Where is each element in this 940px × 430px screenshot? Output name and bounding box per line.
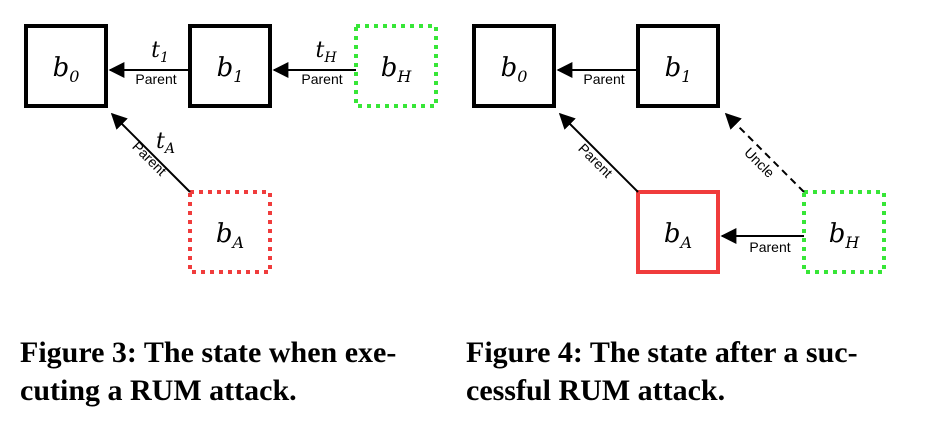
fig3-node-bA-label: bA (216, 219, 244, 252)
fig3-edge-bA-b0-line (110, 112, 191, 193)
fig4-node-b0-box (472, 24, 556, 108)
fig4-node-b1-label: b1 (665, 53, 692, 86)
fig4-node-bH-box (802, 190, 886, 274)
figure-4-caption: Figure 4: The state after a suc- cessful… (466, 334, 858, 410)
fig3-edge-bA-b0-weight: tA (156, 129, 175, 157)
fig3-node-bA: bA (188, 190, 272, 274)
figure-3-caption-line-1: Figure 3: The state when exe- (20, 336, 397, 369)
fig3-edge-bH-b1: tH Parent (272, 38, 356, 87)
fig3-node-b1: b1 (188, 24, 272, 108)
fig4-edge-b1-b0: Parent (556, 62, 638, 87)
figure-4: b0 b1 bA bH Parent Parent Parent (472, 24, 886, 274)
fig4-node-bA-label: bA (664, 219, 692, 252)
fig3-node-bA-box (188, 190, 272, 274)
figure-4-caption-line-1: Figure 4: The state after a suc- (466, 336, 858, 369)
fig4-node-b1-box (636, 24, 720, 108)
fig3-edge-bH-b1-weight: tH (315, 38, 337, 66)
fig4-edge-bH-b1-label: Uncle (741, 144, 778, 181)
fig3-edge-b1-b0: t1 Parent (108, 38, 190, 87)
fig3-node-b0-box (24, 24, 108, 108)
fig3-edge-bA-b0: tA Parent (110, 112, 191, 193)
fig4-node-bH: bH (802, 190, 886, 274)
fig3-node-b0-label: b0 (53, 53, 80, 86)
fig4-edge-bH-bA: Parent (720, 228, 804, 255)
fig4-node-bA-box (636, 190, 720, 274)
fig3-node-b1-label: b1 (217, 53, 244, 86)
fig4-node-bH-label: bH (829, 219, 861, 252)
fig4-edge-bH-bA-label: Parent (749, 239, 790, 255)
fig3-node-bH-label: bH (381, 53, 413, 86)
fig3-edge-b1-b0-weight: t1 (151, 38, 169, 66)
fig4-node-b0: b0 (472, 24, 556, 108)
block-diagrams: b0 b1 bH bA t1 Parent tH Parent tA Par (24, 24, 886, 274)
fig3-node-b1-box (188, 24, 272, 108)
fig4-edge-bH-b1: Uncle (724, 112, 805, 193)
fig3-node-bH-box (354, 24, 438, 108)
fig3-node-bH: bH (354, 24, 438, 108)
fig4-node-bA: bA (636, 190, 720, 274)
figure-3-caption: Figure 3: The state when exe- cuting a R… (20, 334, 396, 410)
fig4-edge-bA-b0-label: Parent (575, 140, 616, 181)
fig3-edge-b1-b0-label: Parent (135, 71, 176, 87)
fig4-node-b0-label: b0 (501, 53, 528, 86)
fig4-edge-bH-b1-line (724, 112, 805, 193)
figure-3: b0 b1 bH bA t1 Parent tH Parent tA Par (24, 24, 438, 274)
fig4-edge-b1-b0-label: Parent (583, 71, 624, 87)
fig4-node-b1: b1 (636, 24, 720, 108)
fig3-node-b0: b0 (24, 24, 108, 108)
fig3-edge-bH-b1-label: Parent (301, 71, 342, 87)
figure-4-caption-line-2: cessful RUM attack. (466, 374, 726, 407)
fig4-edge-bA-b0-line (558, 112, 639, 193)
figure-3-caption-line-2: cuting a RUM attack. (20, 374, 297, 407)
fig4-edge-bA-b0: Parent (558, 112, 639, 193)
